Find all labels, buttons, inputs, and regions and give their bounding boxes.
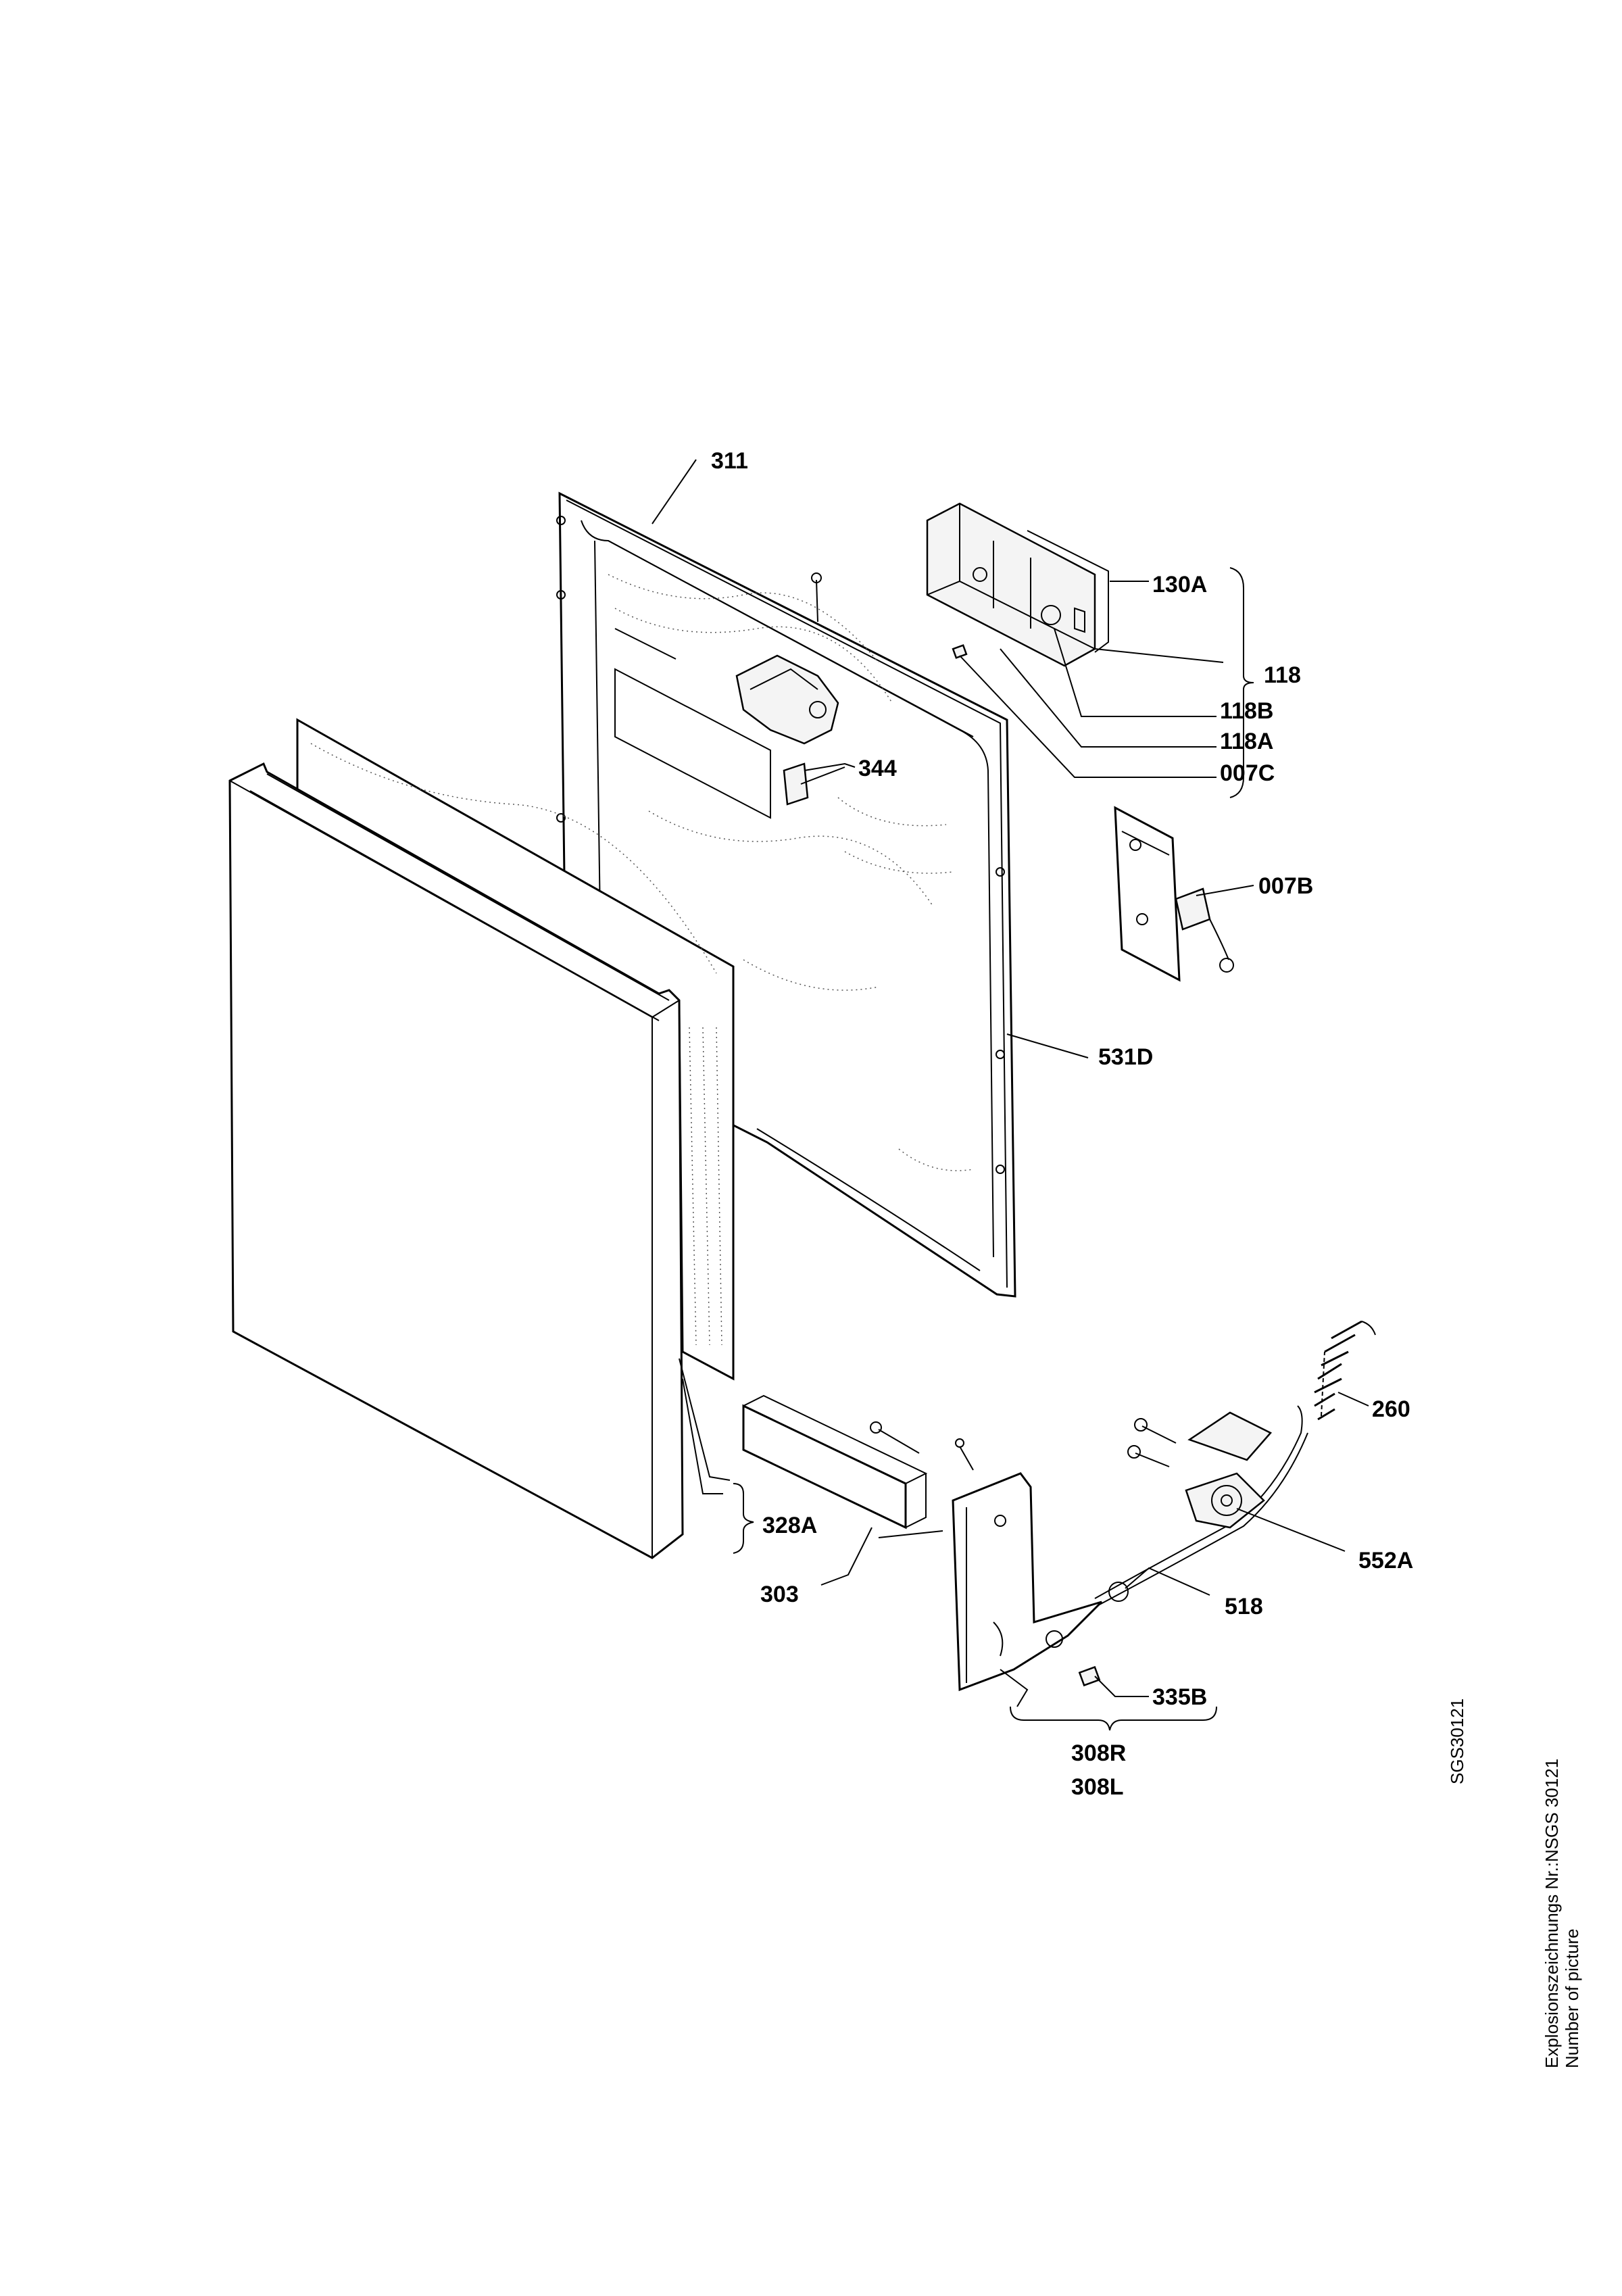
- cable-and-spring: [1094, 1320, 1376, 1606]
- label-303: 303: [760, 1582, 799, 1607]
- label-260: 260: [1372, 1396, 1410, 1422]
- detergent-dispenser: [926, 502, 1109, 667]
- part-number-labels: 311 130A 118 118B 118A 007C 344 007B 531…: [711, 448, 1413, 1800]
- door-lock-assembly: [735, 572, 839, 806]
- outer-door-panel: [228, 762, 684, 1559]
- micro-switch: [1114, 806, 1234, 982]
- label-130A: 130A: [1152, 572, 1207, 597]
- label-344: 344: [858, 756, 897, 781]
- footer-line-2: Number of picture: [1562, 1928, 1582, 2068]
- label-328A: 328A: [762, 1513, 817, 1538]
- label-118B: 118B: [1220, 698, 1273, 724]
- door-hinge: [870, 1421, 1103, 1692]
- label-311: 311: [711, 448, 748, 474]
- footer-line-1: Explosionszeichnungs Nr.:NSGS 30121: [1542, 1759, 1562, 2068]
- hinge-roller: [1127, 1411, 1273, 1529]
- drawing-number: SGS30121: [1447, 1699, 1467, 1784]
- label-007C: 007C: [1220, 760, 1275, 786]
- label-118: 118: [1264, 662, 1301, 688]
- label-518: 518: [1225, 1594, 1263, 1619]
- bottom-rail: [742, 1394, 943, 1538]
- label-552A: 552A: [1358, 1548, 1413, 1573]
- label-308R: 308R: [1071, 1740, 1126, 1766]
- insulation-mat: [296, 718, 735, 1381]
- leader-lines: [652, 459, 1369, 1707]
- label-308L: 308L: [1071, 1774, 1124, 1800]
- label-531D: 531D: [1098, 1044, 1153, 1070]
- label-335B: 335B: [1152, 1684, 1207, 1710]
- label-118A: 118A: [1220, 729, 1273, 754]
- braces: [733, 567, 1254, 1731]
- label-007B: 007B: [1258, 873, 1313, 899]
